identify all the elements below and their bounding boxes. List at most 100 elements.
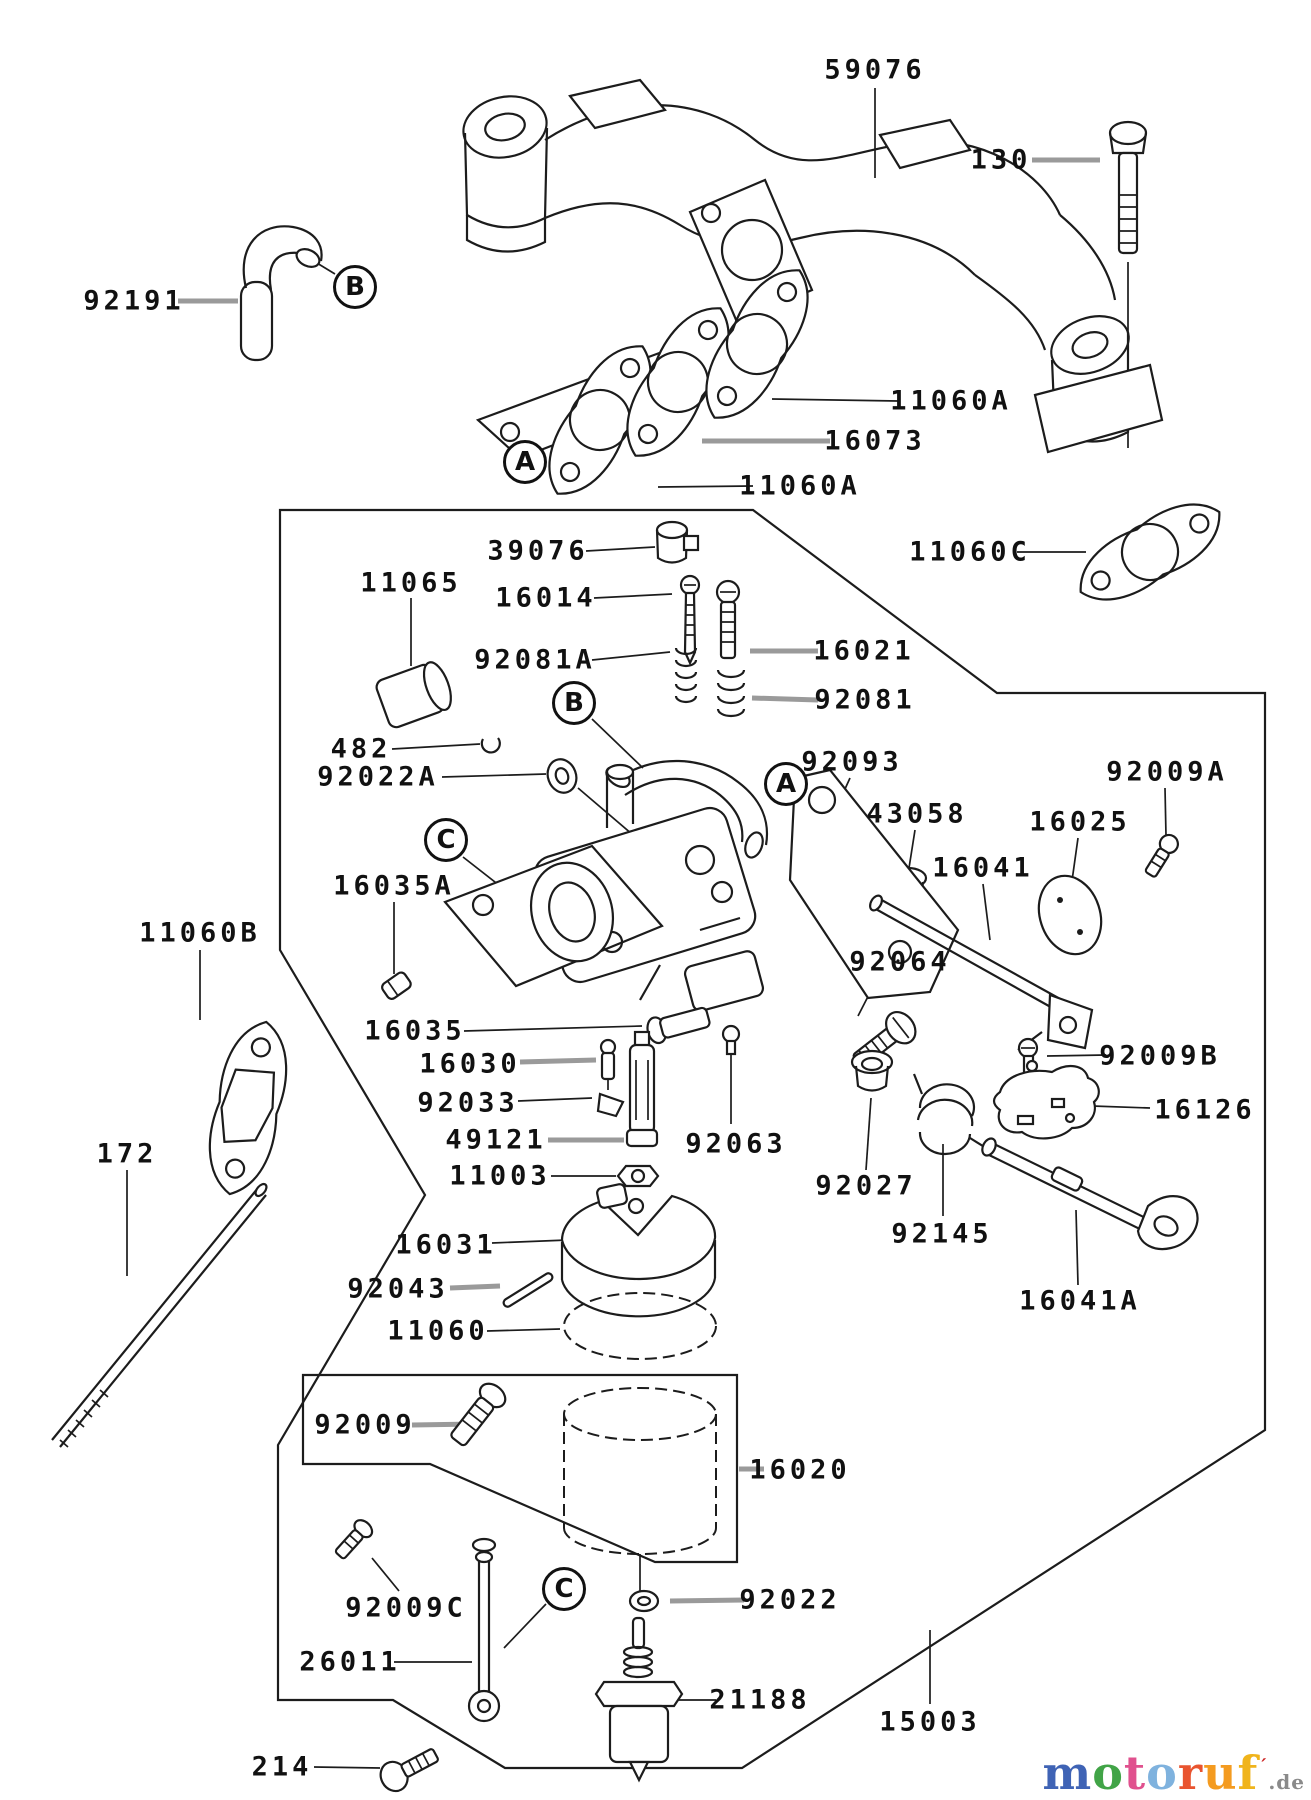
logo-letter-m: m — [1042, 1746, 1093, 1800]
bolt-130 — [1108, 120, 1148, 255]
spring-92081 — [716, 669, 746, 718]
part-label-92022: 92022 — [739, 1584, 841, 1616]
intake-manifold — [462, 78, 1164, 460]
screw-92009 — [450, 1382, 507, 1447]
ref-circle-A: A — [764, 762, 808, 806]
part-label-16021: 16021 — [813, 635, 915, 667]
screw-92063 — [721, 1024, 741, 1056]
gasket-11060C — [1079, 503, 1221, 601]
float-16031 — [560, 1183, 717, 1318]
part-label-92009: 92009 — [314, 1409, 416, 1441]
logo-letter-o: o — [1092, 1746, 1124, 1800]
ref-circle-B: B — [552, 681, 596, 725]
part-label-92022A: 92022A — [317, 761, 439, 793]
choke-shaft-16041A — [981, 1137, 1199, 1251]
rod-172 — [51, 1182, 268, 1448]
part-label-172: 172 — [96, 1138, 158, 1170]
ref-circle-A: A — [503, 440, 547, 484]
choke-plate-16025 — [1037, 874, 1103, 956]
ref-circle-C: C — [542, 1567, 586, 1611]
carburetor-body — [443, 763, 960, 1012]
part-label-59076: 59076 — [824, 54, 926, 86]
nut-11003 — [616, 1164, 660, 1188]
float-pin-92043 — [502, 1272, 554, 1308]
screw-92009A — [1144, 833, 1179, 878]
part-label-16041: 16041 — [932, 852, 1034, 884]
screw-16014 — [679, 574, 701, 666]
part-label-92064: 92064 — [849, 946, 951, 978]
part-label-11003: 11003 — [449, 1160, 551, 1192]
part-label-214: 214 — [251, 1751, 313, 1783]
logo-letter-o: o — [1146, 1746, 1178, 1800]
clip-92033 — [596, 1092, 625, 1118]
part-label-130: 130 — [970, 144, 1032, 176]
plug-16035 — [646, 1006, 711, 1045]
motoruf-watermark: motorufˊ.de — [1043, 1750, 1305, 1796]
valve-seat-39076 — [655, 520, 700, 564]
washer-92022 — [628, 1589, 660, 1613]
part-label-15003: 15003 — [879, 1706, 981, 1738]
part-label-92009A: 92009A — [1106, 756, 1228, 788]
ref-circle-B: B — [333, 265, 377, 309]
part-label-92081A: 92081A — [474, 644, 596, 676]
throttle-shaft-16041 — [869, 894, 1094, 1051]
part-label-16025: 16025 — [1029, 806, 1131, 838]
sleeve-11065 — [375, 661, 452, 729]
part-label-16031: 16031 — [395, 1229, 497, 1261]
logo-letter-r: r — [1177, 1746, 1204, 1800]
circlip-482 — [480, 737, 501, 754]
solenoid-21188 — [594, 1616, 684, 1783]
part-label-11060C: 11060C — [909, 536, 1031, 568]
part-label-16030: 16030 — [419, 1048, 521, 1080]
main-jet-49121 — [625, 1030, 659, 1148]
part-label-16041A: 16041A — [1019, 1285, 1141, 1317]
part-label-92145: 92145 — [891, 1218, 993, 1250]
part-label-49121: 49121 — [445, 1124, 547, 1156]
part-label-92009C: 92009C — [345, 1592, 467, 1624]
spring-92145 — [912, 1073, 987, 1156]
breather-tube-92191 — [239, 225, 323, 362]
gasket-11060B — [208, 1020, 288, 1196]
part-label-482: 482 — [330, 733, 392, 765]
logo-domain-suffix: .de — [1268, 1770, 1305, 1794]
outer-boundary-box — [276, 508, 1267, 1770]
part-label-16126: 16126 — [1154, 1094, 1256, 1126]
logo-tick-mark: ˊ — [1258, 1756, 1269, 1778]
bushing-92027 — [850, 1049, 894, 1092]
part-label-92081: 92081 — [814, 684, 916, 716]
part-label-92009B: 92009B — [1099, 1040, 1221, 1072]
needle-valve-16030 — [599, 1038, 617, 1090]
screw-16021 — [715, 579, 741, 660]
part-label-16014: 16014 — [495, 582, 597, 614]
part-label-92033: 92033 — [417, 1087, 519, 1119]
ref-circle-C: C — [424, 818, 468, 862]
part-label-16035: 16035 — [364, 1015, 466, 1047]
motoruf-logo-text: motoruf — [1043, 1746, 1259, 1800]
gasket-11060A-2 — [705, 269, 809, 419]
part-label-92043: 92043 — [347, 1273, 449, 1305]
part-label-11060B: 11060B — [139, 917, 261, 949]
part-label-16035A: 16035A — [333, 870, 455, 902]
inner-boundary-box — [301, 1373, 739, 1564]
part-label-92191: 92191 — [83, 285, 185, 317]
washer-92022A — [546, 758, 578, 794]
part-label-11060: 11060 — [387, 1315, 489, 1347]
part-label-43058: 43058 — [866, 798, 968, 830]
part-label-26011: 26011 — [299, 1646, 401, 1678]
part-label-16073: 16073 — [824, 425, 926, 457]
screw-92009C — [334, 1519, 374, 1560]
part-label-11060A: 11060A — [890, 385, 1012, 417]
part-label-11060A: 11060A — [739, 470, 861, 502]
part-label-16020: 16020 — [749, 1454, 851, 1486]
logo-letter-t: t — [1123, 1746, 1147, 1800]
part-label-92063: 92063 — [685, 1128, 787, 1160]
pilot-jet-16035A — [381, 971, 412, 1000]
link-rod-26011 — [467, 1537, 501, 1723]
bowl-o-ring-11060 — [563, 1292, 717, 1360]
throttle-plate-16126 — [992, 1059, 1100, 1140]
part-label-92027: 92027 — [815, 1170, 917, 1202]
part-label-92093: 92093 — [801, 746, 903, 778]
spring-92081A — [674, 647, 698, 704]
